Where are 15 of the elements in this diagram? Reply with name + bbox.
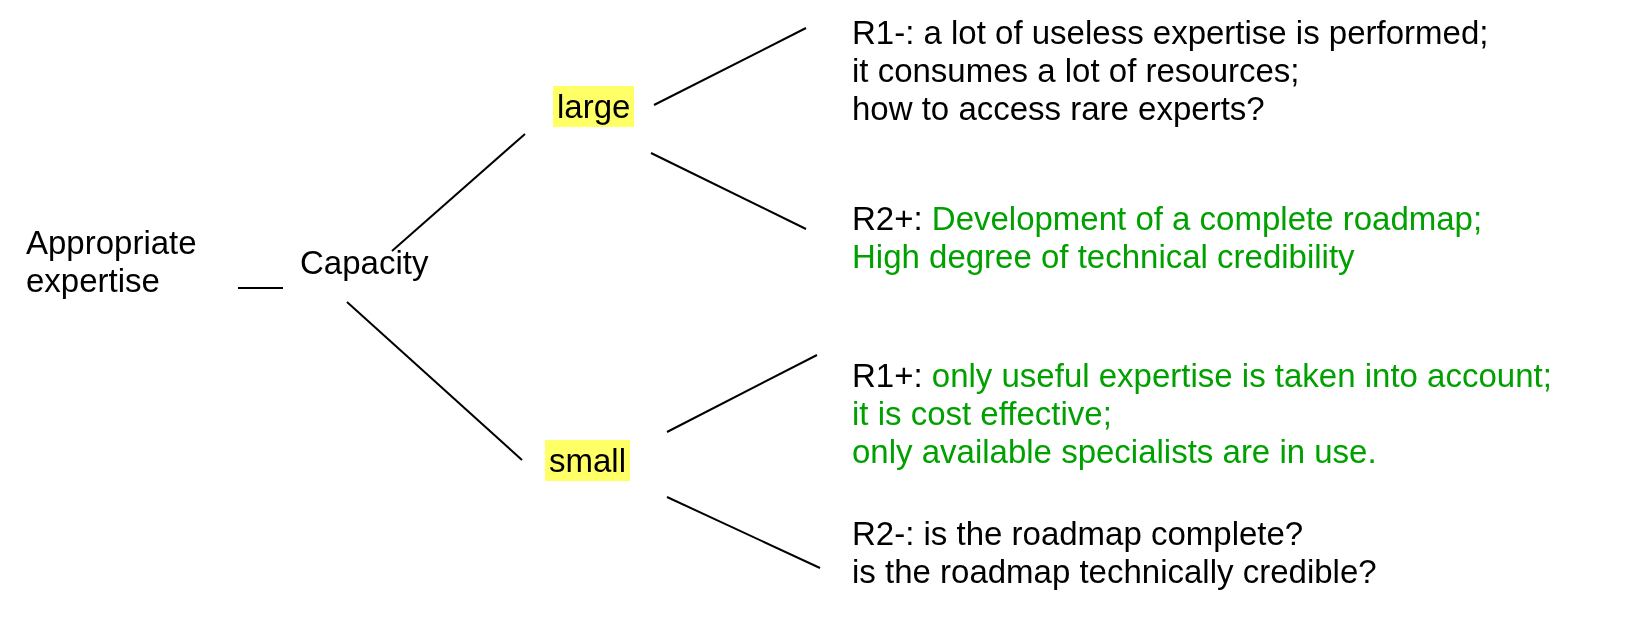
highlighted-label: small: [545, 440, 630, 481]
result-text: R2-: is the roadmap complete? is the roadmap technically credible?: [852, 515, 1378, 591]
label-text: Appropriate expertise: [26, 224, 198, 300]
result-text: R1-: a lot of useless expertise is performed; it consumes a lot of resources; how to access rare experts?: [852, 14, 1490, 128]
connector-line: [346, 301, 523, 461]
connector-line: [666, 496, 821, 569]
connector-line: [391, 133, 526, 252]
highlighted-label: large: [553, 86, 635, 127]
connector-line: [237, 287, 284, 289]
connector-line: [653, 27, 807, 106]
connector-line: [666, 354, 818, 433]
label-text: Capacity: [300, 244, 430, 282]
result-text: R1+: only useful expertise is taken into account; it is cost effective; only available specialists are in use.: [852, 357, 1553, 471]
connector-line: [650, 152, 807, 230]
result-text: R2+: Development of a complete roadmap; High degree of technical credibility: [852, 200, 1484, 276]
